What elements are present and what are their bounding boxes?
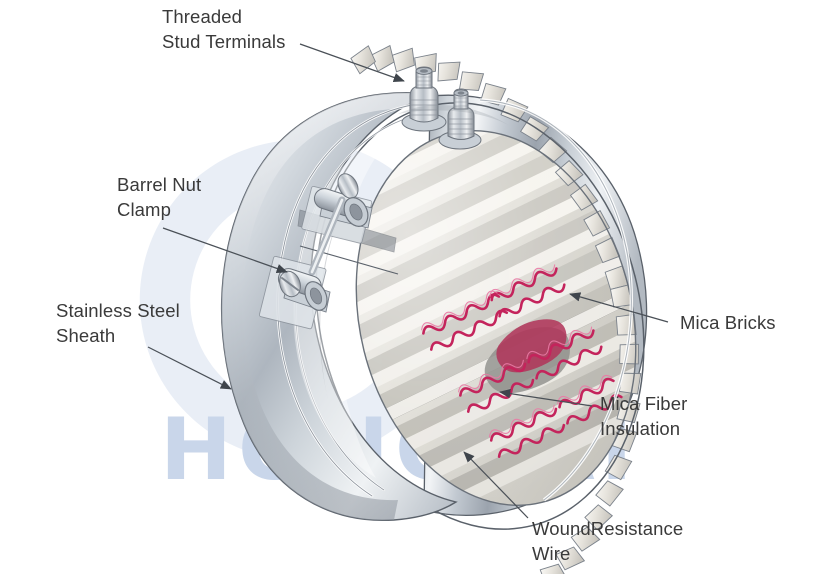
leader-mica-bricks [569,292,669,323]
threaded-stud-terminals [401,66,482,150]
rim-highlight [479,98,634,502]
top-shade [398,104,510,126]
label-mica-bricks: Mica Bricks [680,312,776,333]
wound-resistance-wire-coils [421,264,623,458]
threaded-stud-2 [447,88,475,140]
leader-mica-fiber-insulation [499,388,593,407]
leader-threaded-stud-terminals [299,43,405,82]
threaded-stud-1 [409,66,439,123]
label-threaded-stud-terminals: Threaded Stud Terminals [162,6,286,52]
label-wound-resistance-wire: WoundResistance Wire [532,518,684,564]
label-mica-fiber-insulation: Mica Fiber Insulation [600,393,688,439]
mica-bricks-ring [350,44,642,574]
label-barrel-nut-clamp: Barrel Nut Clamp [117,174,202,220]
label-stainless-steel-sheath: Stainless Steel Sheath [56,300,180,346]
band-heater-body [220,44,674,574]
leader-stainless-steel-sheath [147,346,232,390]
leader-wound-resistance-wire [463,451,529,519]
leader-barrel-nut-clamp [162,227,288,273]
barrel-nut-clamp [277,173,373,313]
